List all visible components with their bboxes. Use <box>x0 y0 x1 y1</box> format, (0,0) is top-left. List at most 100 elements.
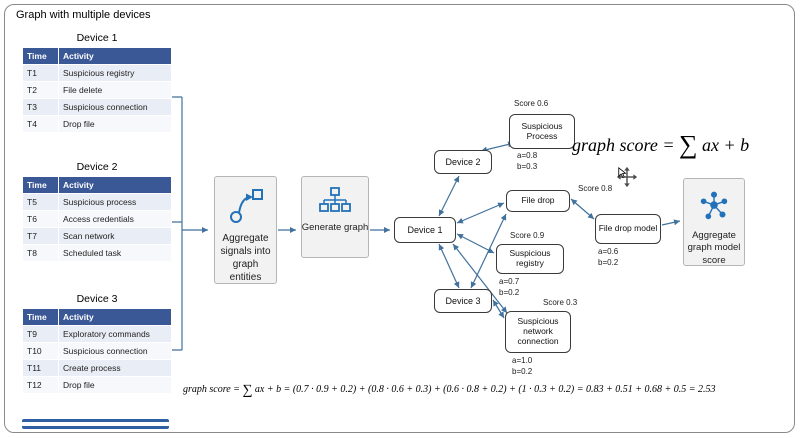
cell-time: T10 <box>22 342 59 360</box>
cell-activity: Create process <box>58 359 172 377</box>
node-label: Suspicious Process <box>521 120 563 141</box>
col-activity: Activity <box>58 47 172 65</box>
table-header-row: Time Activity <box>22 47 172 65</box>
cell-activity: Drop file <box>58 376 172 394</box>
col-time: Time <box>22 176 59 194</box>
cell-time: T8 <box>22 244 59 262</box>
node-label: File drop model <box>598 223 658 234</box>
cell-activity: Access credentials <box>58 210 172 228</box>
formula-lhs: graph score = <box>572 135 675 155</box>
graph-score-calculation: graph score = ∑ ax + b = (0.7 · 0.9 + 0.… <box>183 381 716 398</box>
score-file-drop: Score 0.8 <box>578 184 613 193</box>
aggregate-graph-model-score-box: Aggregate graph model score <box>683 178 745 266</box>
cell-time: T7 <box>22 227 59 245</box>
node-label: File drop <box>521 195 555 206</box>
node-device-3: Device 3 <box>434 289 492 313</box>
generate-graph-icon <box>319 187 351 212</box>
formula-rhs: ax + b <box>702 135 750 155</box>
cell-time: T2 <box>22 81 59 99</box>
cell-activity: Scheduled task <box>58 244 172 262</box>
cell-time: T1 <box>22 64 59 82</box>
cell-activity: Scan network <box>58 227 172 245</box>
sigma-symbol: ∑ <box>678 130 698 159</box>
node-file-drop-model: File drop model <box>595 214 661 244</box>
cell-time: T5 <box>22 193 59 211</box>
score-suspicious-registry: Score 0.9 <box>510 231 545 240</box>
cell-activity: Suspicious connection <box>58 342 172 360</box>
graph-model-icon <box>700 191 728 220</box>
param-a: a=0.7 <box>499 277 520 286</box>
param-b: b=0.2 <box>499 287 520 297</box>
table-header-row: Time Activity <box>22 176 172 194</box>
formula-lhs: graph score = <box>183 384 240 395</box>
cell-time: T9 <box>22 325 59 343</box>
cell-activity: Suspicious registry <box>58 64 172 82</box>
node-suspicious-process: Suspicious Process <box>509 114 575 149</box>
node-label: Suspicious registry <box>509 248 551 268</box>
diagram-frame <box>4 4 795 433</box>
cell-activity: Suspicious connection <box>58 98 172 116</box>
generate-graph-box: Generate graph <box>301 176 369 258</box>
device-2-title: Device 2 <box>76 161 118 173</box>
cell-activity: File delete <box>58 81 172 99</box>
cell-time: T4 <box>22 115 59 133</box>
process-step-label: Generate graph <box>301 222 369 233</box>
cell-activity: Exploratory commands <box>58 325 172 343</box>
diagram-title: Graph with multiple devices <box>16 9 151 21</box>
col-activity: Activity <box>58 176 172 194</box>
node-file-drop: File drop <box>506 190 570 212</box>
node-label: Suspicious network connection <box>517 316 559 346</box>
params-suspicious-process: a=0.8 b=0.3 <box>517 151 537 173</box>
score-suspicious-process: Score 0.6 <box>514 99 549 108</box>
param-b: b=0.2 <box>512 366 533 376</box>
node-device-2: Device 2 <box>434 150 492 174</box>
sigma-symbol: ∑ <box>242 383 253 398</box>
cell-activity: Suspicious process <box>58 193 172 211</box>
device-3-title: Device 3 <box>76 293 118 305</box>
node-suspicious-network-connection: Suspicious network connection <box>505 311 571 353</box>
formula-rhs: ax + b = (0.7 · 0.9 + 0.2) + (0.8 · 0.6 … <box>254 384 716 395</box>
node-device-1: Device 1 <box>394 217 456 243</box>
graph-score-formula: graph score = ∑ ax + b <box>572 128 750 159</box>
col-time: Time <box>22 47 59 65</box>
device-1-title: Device 1 <box>76 32 118 44</box>
cursor-icon <box>616 166 638 188</box>
col-activity: Activity <box>58 308 172 326</box>
score-suspicious-network-connection: Score 0.3 <box>543 298 578 307</box>
param-b: b=0.2 <box>598 257 619 267</box>
collapsed-table-strip <box>22 419 169 429</box>
aggregate-signals-icon <box>229 189 263 223</box>
node-label: Device 2 <box>445 156 481 167</box>
aggregate-signals-box: Aggregate signals into graph entities <box>214 176 277 284</box>
output-label: Aggregate graph model score <box>687 230 741 266</box>
params-suspicious-network-connection: a=1.0 b=0.2 <box>512 356 532 378</box>
cell-activity: Drop file <box>58 115 172 133</box>
param-b: b=0.3 <box>517 161 538 171</box>
process-step-label: Aggregate signals into graph entities <box>220 233 271 283</box>
col-time: Time <box>22 308 59 326</box>
cell-time: T12 <box>22 376 59 394</box>
cell-time: T11 <box>22 359 59 377</box>
param-a: a=0.6 <box>598 247 619 256</box>
cell-time: T6 <box>22 210 59 228</box>
table-header-row: Time Activity <box>22 308 172 326</box>
params-suspicious-registry: a=0.7 b=0.2 <box>499 277 519 299</box>
param-a: a=1.0 <box>512 356 533 365</box>
